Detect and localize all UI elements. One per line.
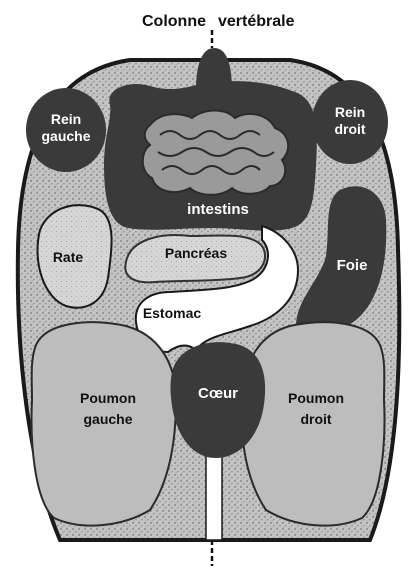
label-estomac: Estomac xyxy=(143,305,202,321)
intestines-coils xyxy=(143,111,288,195)
title-part-1: Colonne xyxy=(142,13,206,30)
label-intestins: intestins xyxy=(187,201,249,218)
label-coeur: Cœur xyxy=(198,385,238,402)
label-rein-gauche-1: Rein xyxy=(51,111,81,127)
label-poumon-droit-1: Poumon xyxy=(288,390,344,406)
label-poumon-gauche-1: Poumon xyxy=(80,390,136,406)
label-poumon-droit-2: droit xyxy=(300,411,331,427)
label-foie: Foie xyxy=(337,257,368,274)
label-rate: Rate xyxy=(53,249,84,265)
title-part-2: vertébrale xyxy=(218,13,295,30)
label-rein-droit-1: Rein xyxy=(335,104,365,120)
label-pancreas: Pancréas xyxy=(165,245,227,261)
label-rein-droit-2: droit xyxy=(334,121,365,137)
label-rein-gauche-2: gauche xyxy=(41,128,90,144)
label-poumon-gauche-2: gauche xyxy=(83,411,132,427)
